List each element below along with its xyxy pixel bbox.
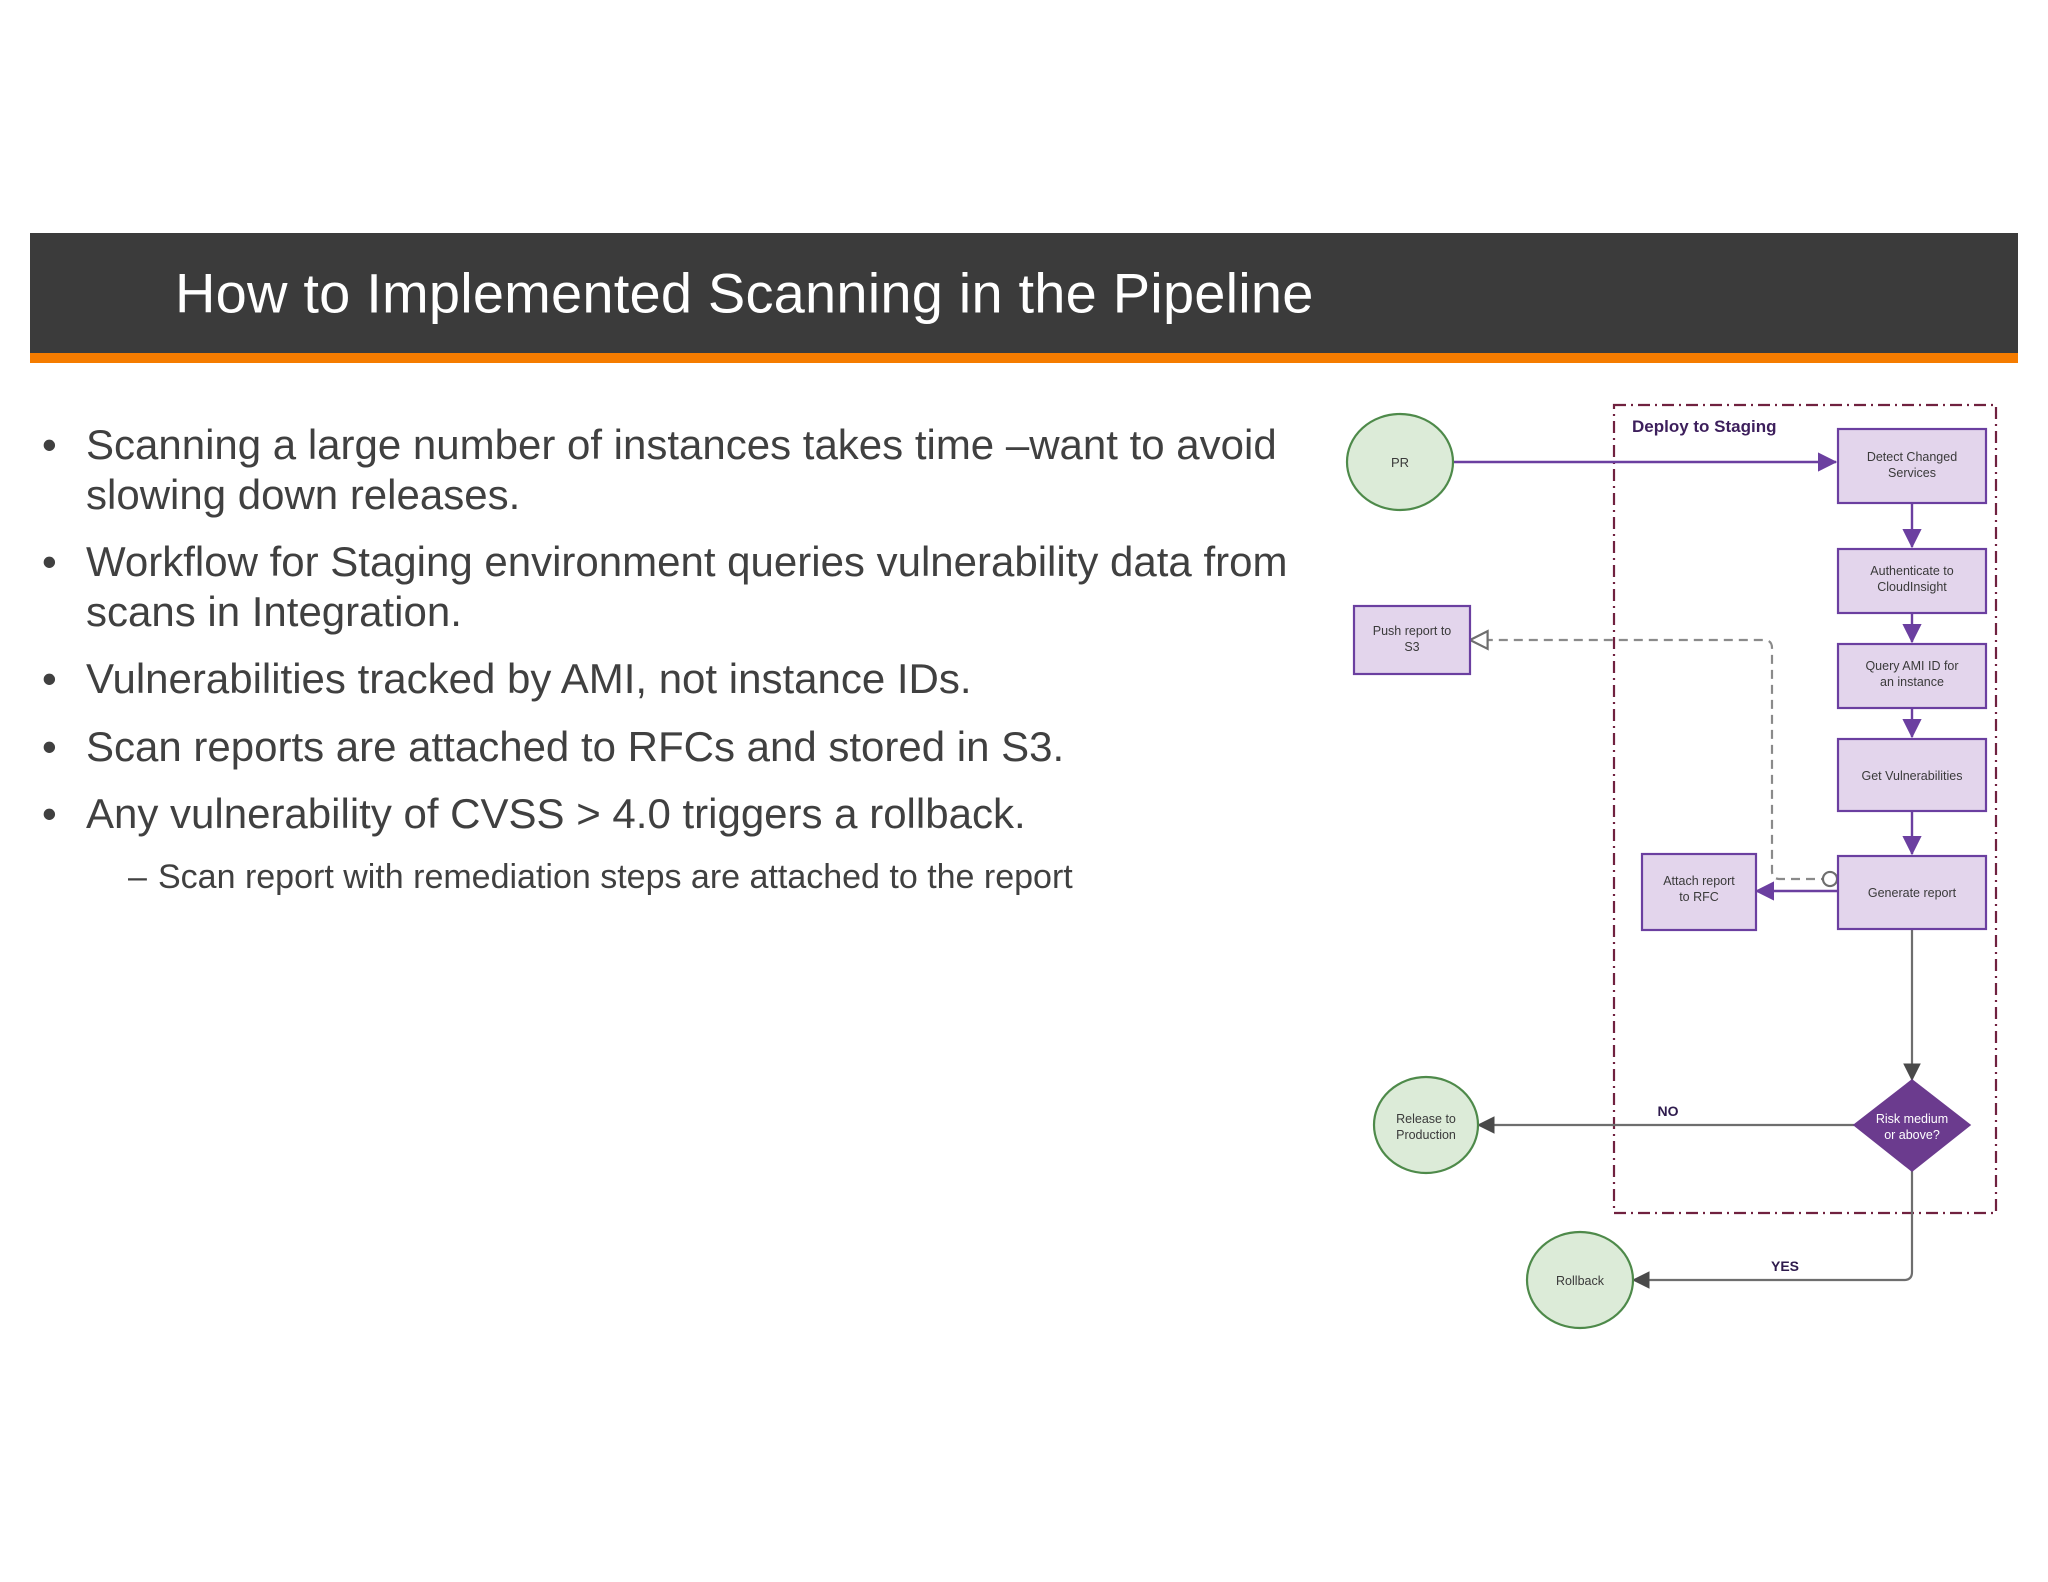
node-rollback[interactable]: Rollback: [1525, 1230, 1635, 1330]
bullet-marker: •: [42, 538, 57, 586]
node-attach-report-rfc[interactable]: Attach report to RFC: [1640, 852, 1758, 932]
node-detect-label-1: Detect Changed: [1867, 450, 1957, 464]
container-title-label: Deploy to Staging: [1632, 417, 1777, 436]
edge-label-no: NO: [1658, 1103, 1679, 1119]
bullet-marker: •: [42, 722, 57, 770]
node-risk-label-1: Risk medium: [1876, 1112, 1948, 1126]
bullet-text: Scan reports are attached to RFCs and st…: [86, 722, 1065, 770]
connector-risk-rollback: [1631, 1171, 1914, 1289]
node-release-to-production[interactable]: Release to Production: [1372, 1075, 1480, 1175]
bullet-text: Scanning a large number of instances tak…: [86, 421, 1277, 518]
connector-genreport-push-s3: [1467, 629, 1839, 888]
bullet-marker: •: [42, 790, 57, 838]
node-ami-label-1: Query AMI ID for: [1865, 659, 1958, 673]
node-auth-label-1: Authenticate to: [1870, 564, 1953, 578]
edges-group: [1453, 452, 1922, 1289]
bullet-list: • Scanning a large number of instances t…: [42, 420, 1342, 908]
node-query-ami-id[interactable]: Query AMI ID for an instance: [1836, 642, 1988, 710]
node-release-label-1: Release to: [1396, 1112, 1456, 1126]
node-get-vulnerabilities[interactable]: Get Vulnerabilities: [1836, 737, 1988, 813]
node-detect-changed-services[interactable]: Detect Changed Services: [1836, 427, 1988, 505]
edge-label-yes: YES: [1771, 1258, 1799, 1274]
node-attachrfc-label-1: Attach report: [1663, 874, 1735, 888]
list-item: • Workflow for Staging environment queri…: [42, 537, 1342, 636]
node-attachrfc-label-2: to RFC: [1679, 890, 1719, 904]
node-detect-label-2: Services: [1888, 466, 1936, 480]
slide-title-band: How to Implemented Scanning in the Pipel…: [30, 233, 2018, 353]
bullet-text: Workflow for Staging environment queries…: [86, 538, 1288, 635]
node-pushs3-label-1: Push report to: [1373, 624, 1452, 638]
node-auth-label-2: CloudInsight: [1877, 580, 1947, 594]
node-pr[interactable]: PR: [1345, 412, 1455, 512]
title-accent-bar: [30, 353, 2018, 363]
bullet-marker: •: [42, 655, 57, 703]
node-push-report-s3[interactable]: Push report to S3: [1352, 604, 1472, 676]
node-ami-label-2: an instance: [1880, 675, 1944, 689]
list-item: • Vulnerabilities tracked by AMI, not in…: [42, 654, 1342, 704]
list-item: • Scanning a large number of instances t…: [42, 420, 1342, 519]
node-getvuln-label: Get Vulnerabilities: [1862, 769, 1963, 783]
node-rollback-label: Rollback: [1556, 1274, 1605, 1288]
pipeline-flowchart: Deploy to Staging: [1330, 390, 2048, 1370]
sub-bullet-marker: –: [128, 857, 147, 896]
node-risk-label-2: or above?: [1884, 1128, 1940, 1142]
bullet-text: Vulnerabilities tracked by AMI, not inst…: [86, 655, 972, 703]
bullet-marker: •: [42, 421, 57, 468]
node-pr-label: PR: [1391, 455, 1409, 470]
node-generate-report[interactable]: Generate report: [1836, 854, 1988, 931]
page-title: How to Implemented Scanning in the Pipel…: [175, 261, 1314, 325]
sub-bullet-text: Scan report with remediation steps are a…: [158, 857, 1073, 896]
list-item: • Scan reports are attached to RFCs and …: [42, 722, 1342, 772]
bullet-text: Any vulnerability of CVSS > 4.0 triggers…: [86, 790, 1026, 838]
sub-list-item: – Scan report with remediation steps are…: [128, 857, 1342, 898]
node-release-label-2: Production: [1396, 1128, 1456, 1142]
node-pushs3-label-2: S3: [1404, 640, 1419, 654]
list-item: • Any vulnerability of CVSS > 4.0 trigge…: [42, 789, 1342, 839]
node-authenticate-cloudinsight[interactable]: Authenticate to CloudInsight: [1836, 547, 1988, 615]
node-genreport-label: Generate report: [1868, 886, 1957, 900]
node-risk-decision[interactable]: Risk medium or above?: [1852, 1079, 1972, 1172]
